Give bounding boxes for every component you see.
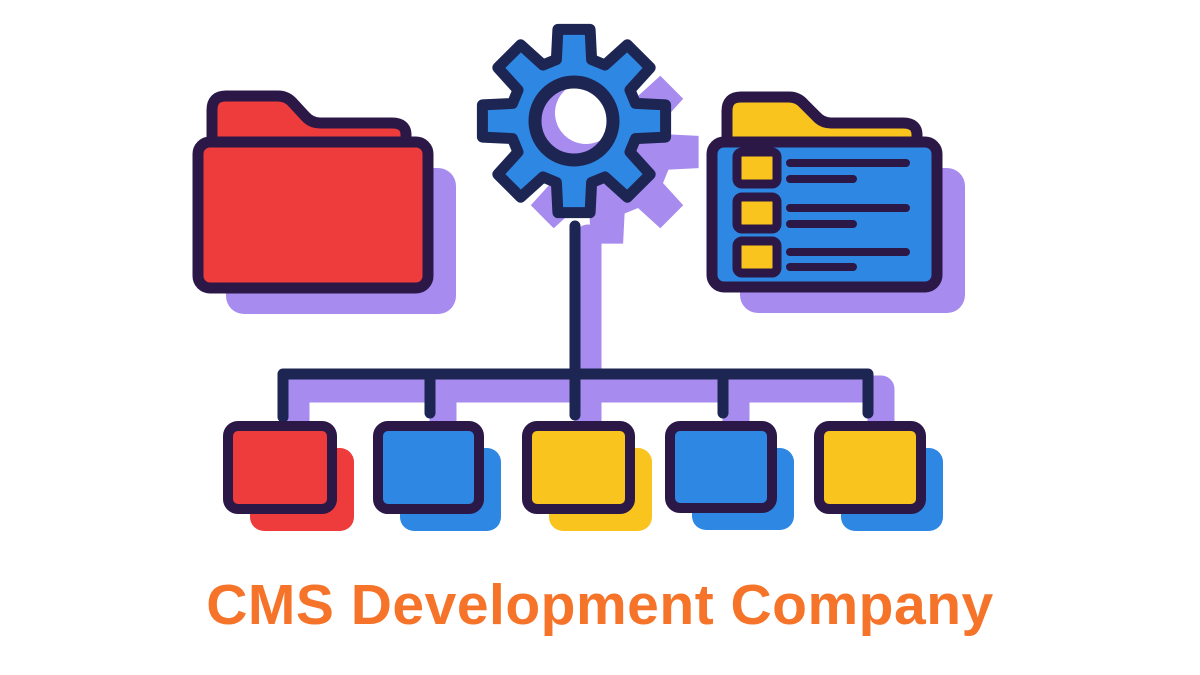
org-tree-shadow xyxy=(282,224,895,448)
node-box-5 xyxy=(814,421,926,514)
red-folder-icon xyxy=(192,90,434,294)
red-folder-body xyxy=(192,136,434,294)
gear-hub-ring xyxy=(528,75,620,167)
node-box-4 xyxy=(665,421,777,513)
caption-title: CMS Development Company xyxy=(206,573,994,637)
node-box-3 xyxy=(522,421,635,514)
list-bullet-1 xyxy=(732,147,782,189)
org-tree-connector xyxy=(277,220,874,423)
list-bullet-3 xyxy=(732,236,782,278)
list-bullet-2 xyxy=(732,192,782,234)
gear-icon xyxy=(476,23,672,219)
list-folder-icon xyxy=(706,91,943,293)
node-box-2 xyxy=(373,421,484,514)
node-box-1 xyxy=(223,421,337,514)
